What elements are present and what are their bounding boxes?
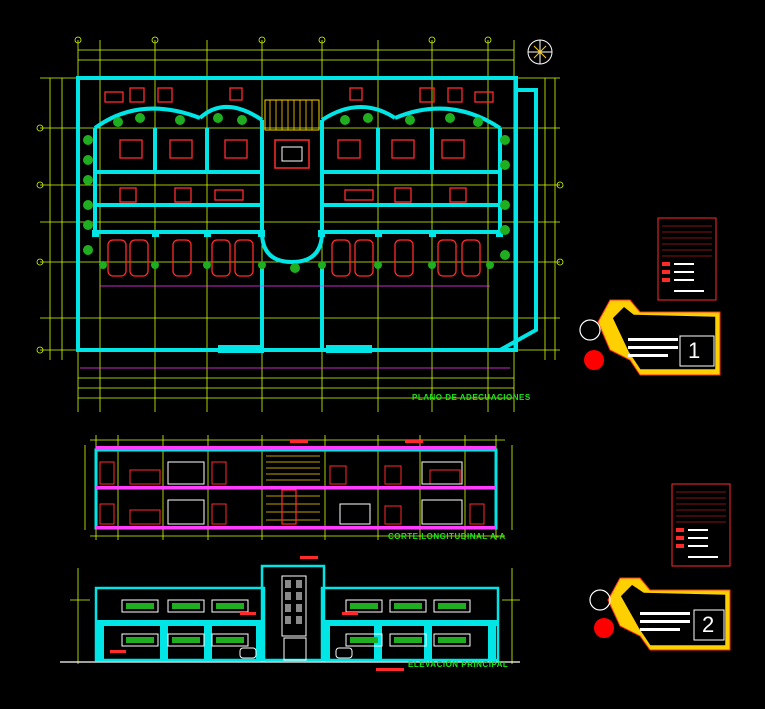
sheet-number-2: 2 (702, 612, 715, 637)
furniture (104, 87, 494, 277)
title-block-1 (579, 299, 721, 376)
legend-2 (671, 483, 731, 567)
section-title: CORTE LONGITUDINAL A-A (388, 532, 506, 541)
trees (83, 113, 510, 273)
main-elevation (60, 556, 520, 671)
plan-title: PLANO DE ADECUACIONES (412, 393, 531, 402)
floor-plan (36, 36, 564, 412)
central-stair (264, 99, 320, 169)
title-block-2 (589, 577, 731, 651)
plan-grid (40, 40, 560, 412)
north-arrow-icon (527, 39, 553, 65)
plan-walls (76, 76, 538, 352)
elevation-title: ELEVACIÓN PRINCIPAL (408, 660, 509, 669)
legend-1 (657, 217, 717, 301)
sheet-number-1: 1 (688, 338, 701, 363)
longitudinal-section (84, 435, 513, 540)
